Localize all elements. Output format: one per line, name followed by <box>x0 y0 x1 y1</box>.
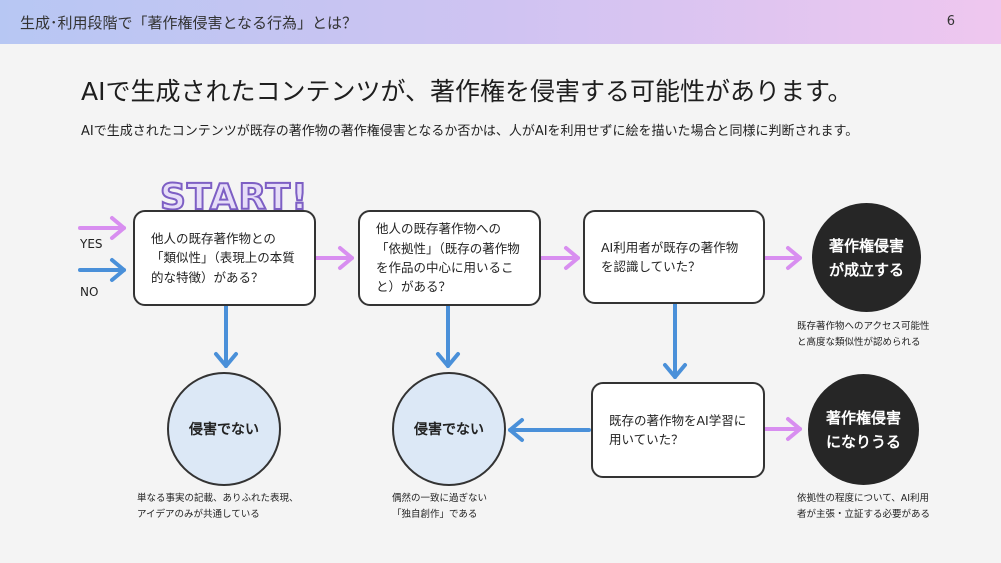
result-possible-line2: になりうる <box>825 432 901 451</box>
result-possible-line1: 著作権侵害 <box>825 408 901 427</box>
question-reliance-text: 他人の既存著作物への「依拠性」（既存の著作物を作品の中心に用いること）がある？ <box>376 221 520 295</box>
note-possible: 依拠性の程度について、AI利用 者が主張・立証する必要がある <box>797 491 930 522</box>
note-no-infringement-1: 単なる事実の記載、ありふれた表現、 アイデアのみが共通している <box>137 491 299 522</box>
question-training-text: 既存の著作物をAI学習に用いていた？ <box>609 412 747 447</box>
q2-yes-arrow <box>539 246 580 270</box>
result-no-infringement-circle-2: 侵害でない <box>392 372 506 486</box>
q3-yes-arrow <box>763 246 802 270</box>
result-no-infringement-text-2: 侵害でない <box>414 422 484 438</box>
no-label: NO <box>80 285 99 299</box>
question-training-box: 既存の著作物をAI学習に用いていた？ <box>591 382 765 478</box>
note-possible-line1: 依拠性の程度について、AI利用 <box>797 493 930 504</box>
page-number: 6 <box>946 14 955 29</box>
yes-label: YES <box>80 237 103 251</box>
q3-no-arrow <box>663 302 687 379</box>
header-bar: 生成･利用段階で「著作権侵害となる行為」とは？ 6 <box>0 0 1001 44</box>
note-no-infringement-2-line2: 「独自創作」である <box>392 508 478 520</box>
question-similarity-box: 他人の既存著作物との「類似性」（表現上の本質的な特徴）がある？ <box>133 210 316 306</box>
header-title: 生成･利用段階で「著作権侵害となる行為」とは？ <box>20 14 358 32</box>
note-no-infringement-1-line1: 単なる事実の記載、ありふれた表現、 <box>137 493 299 504</box>
question-awareness-box: AI利用者が既存の著作物を認識していた？ <box>583 210 765 304</box>
note-no-infringement-1-line2: アイデアのみが共通している <box>137 508 260 520</box>
q1-no-arrow <box>214 304 238 368</box>
question-reliance-box: 他人の既存著作物への「依拠性」（既存の著作物を作品の中心に用いること）がある？ <box>358 210 541 306</box>
note-infringement-line1: 既存著作物へのアクセス可能性 <box>797 321 930 332</box>
note-possible-line2: 者が主張・立証する必要がある <box>797 508 931 520</box>
note-infringement: 既存著作物へのアクセス可能性 と高度な類似性が認められる <box>797 319 930 350</box>
result-no-infringement-circle-1: 侵害でない <box>167 372 281 486</box>
q4-yes-arrow <box>763 417 802 441</box>
no-arrow <box>78 258 126 282</box>
note-no-infringement-2: 偶然の一致に過ぎない 「独自創作」である <box>392 491 487 522</box>
result-infringement-line1: 著作権侵害 <box>828 236 904 255</box>
question-awareness-text: AI利用者が既存の著作物を認識していた？ <box>601 239 739 274</box>
q1-yes-arrow <box>314 246 354 270</box>
q4-no-arrow <box>508 418 591 442</box>
question-similarity-text: 他人の既存著作物との「類似性」（表現上の本質的な特徴）がある？ <box>151 230 295 285</box>
result-infringement-line2: が成立する <box>828 260 904 279</box>
result-possible-circle: 著作権侵害 になりうる <box>808 374 919 485</box>
note-no-infringement-2-line1: 偶然の一致に過ぎない <box>392 493 488 504</box>
subtitle: AIで生成されたコンテンツが既存の著作物の著作権侵害となるか否かは、人がAIを利… <box>81 124 859 139</box>
result-infringement-circle: 著作権侵害 が成立する <box>812 203 921 312</box>
result-no-infringement-text-1: 侵害でない <box>189 422 259 438</box>
headline: AIで生成されたコンテンツが、著作権を侵害する可能性があります。 <box>81 77 853 106</box>
yes-arrow <box>78 216 126 240</box>
note-infringement-line2: と高度な類似性が認められる <box>797 336 921 348</box>
q2-no-arrow <box>436 304 460 368</box>
